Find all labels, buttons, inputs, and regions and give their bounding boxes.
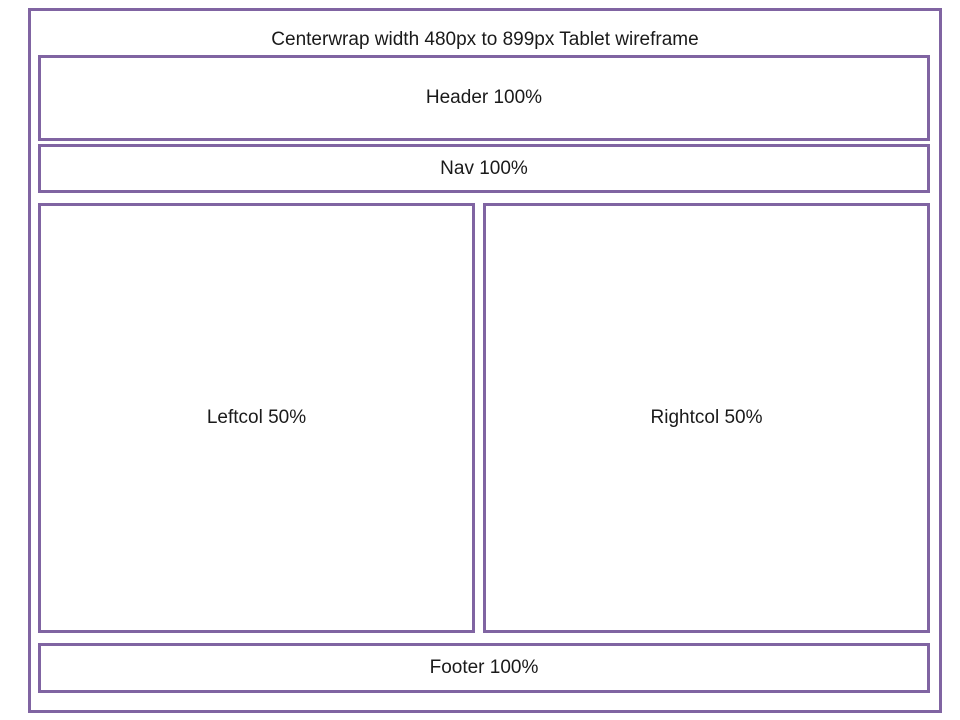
header-block: Header 100% (38, 55, 930, 141)
footer-block: Footer 100% (38, 643, 930, 693)
rightcol-block: Rightcol 50% (483, 203, 930, 633)
header-label: Header 100% (425, 87, 543, 108)
centerwrap-title: Centerwrap width 480px to 899px Tablet w… (271, 29, 699, 50)
footer-label: Footer 100% (429, 657, 539, 678)
rightcol-label: Rightcol 50% (650, 407, 763, 428)
nav-label: Nav 100% (440, 157, 528, 179)
leftcol-block: Leftcol 50% (38, 203, 475, 633)
leftcol-label: Leftcol 50% (206, 407, 307, 428)
nav-block: Nav 100% (38, 144, 930, 193)
